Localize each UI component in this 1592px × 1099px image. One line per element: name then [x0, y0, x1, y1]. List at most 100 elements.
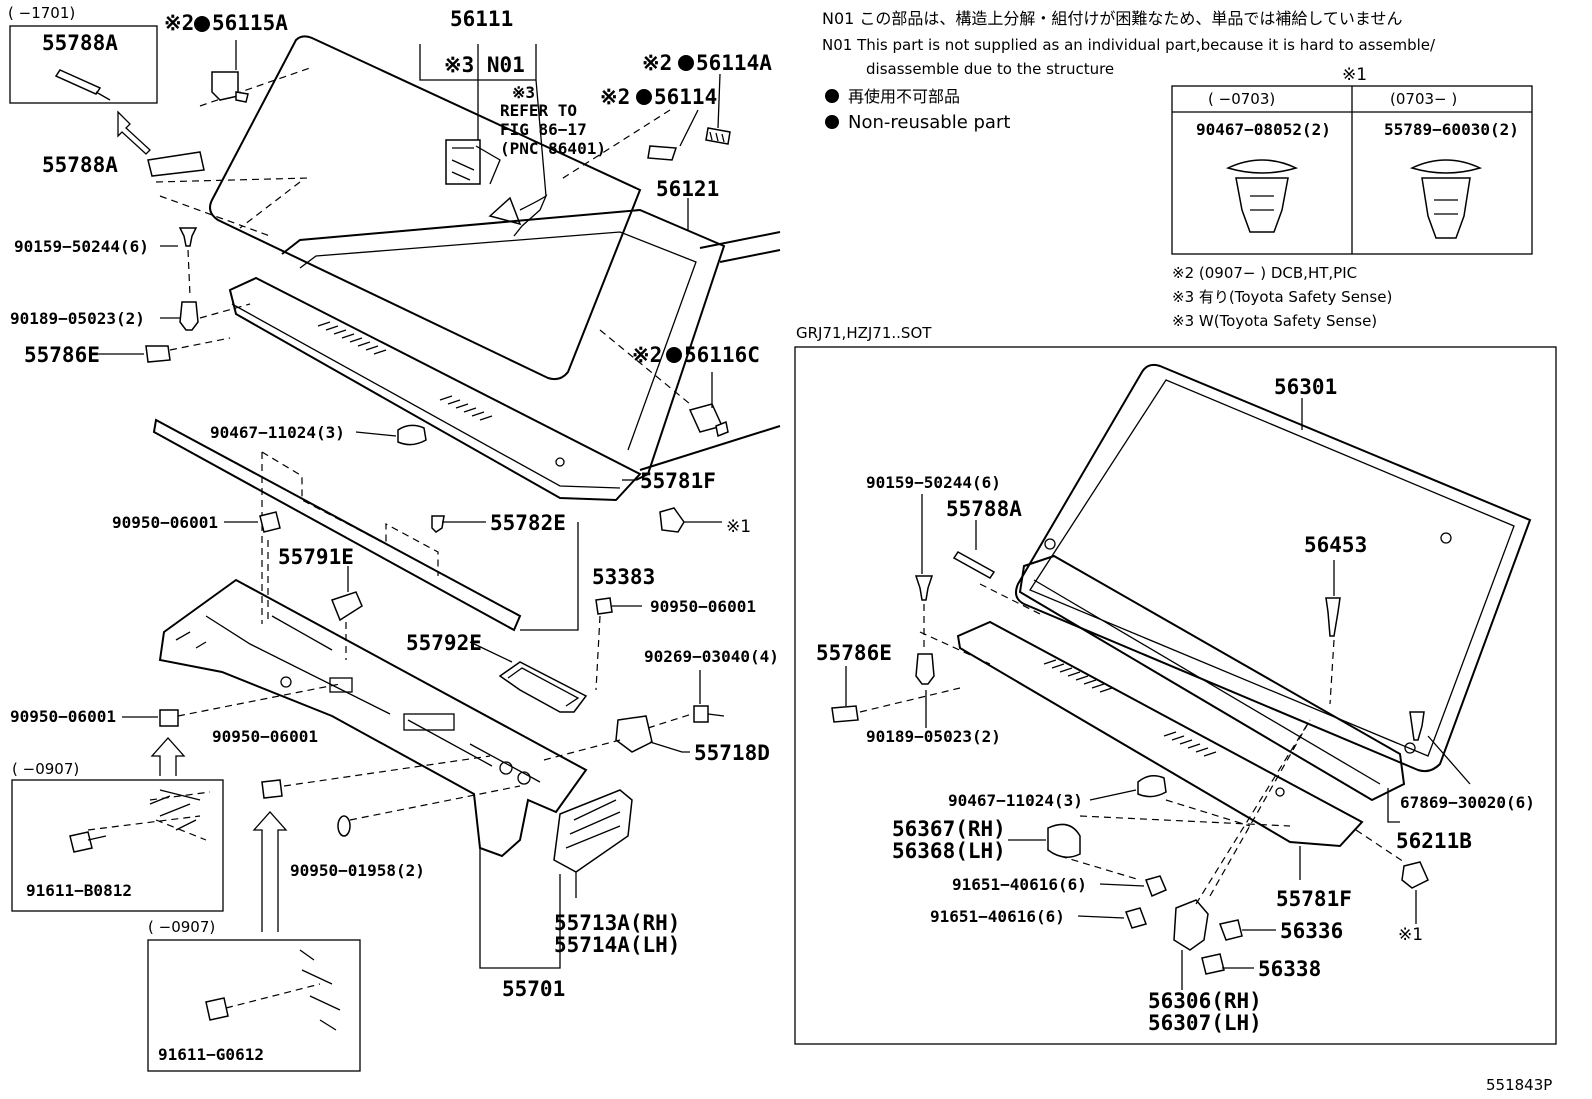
- inset-0907-b-label: ( −0907): [148, 918, 215, 936]
- mark-56115A: ※2: [164, 11, 194, 35]
- callout-91611-B: 91611−B0812: [26, 881, 132, 900]
- inset-range-label: ( −1701): [8, 4, 75, 22]
- mark-56114A: ※2: [642, 51, 672, 75]
- inset-1701: ( −1701) 55788A: [8, 4, 158, 104]
- sensor-cable: [513, 194, 548, 237]
- callout-55782E: 55782E: [490, 511, 566, 535]
- non-reusable-dot: [666, 347, 682, 363]
- sot-56336: [1218, 919, 1243, 941]
- up-arrow-2: [252, 811, 288, 932]
- cowl-panel-55701: [158, 578, 588, 858]
- sot-glass: [1015, 363, 1532, 773]
- clip-56116C-pin: [715, 420, 729, 438]
- leader-90467: [355, 431, 397, 437]
- callout-56114A: 56114A: [696, 51, 772, 75]
- sot-cowl-hole: [1275, 787, 1285, 797]
- mark-56116C: ※2: [632, 343, 662, 367]
- sot-callout-56338: 56338: [1258, 957, 1321, 981]
- sot-56367: [1047, 823, 1081, 858]
- sot-pad-55788A: [952, 551, 996, 579]
- callout-55791E: 55791E: [278, 545, 354, 569]
- leader-55792E: [469, 641, 513, 663]
- callout-90950-c: 90950−06001: [10, 707, 116, 726]
- grommet-90467: [397, 424, 427, 446]
- clip-detail: [1434, 199, 1458, 215]
- up-arrow-1: [150, 737, 186, 776]
- leader: [177, 683, 521, 821]
- table-col2-range: (0703− ): [1390, 90, 1457, 108]
- callout-55781F: 55781F: [640, 469, 716, 493]
- moulding-clip-shape: [54, 69, 102, 95]
- note-reusable-jp: 再使用不可部品: [848, 87, 960, 106]
- clip-56115A-pin: [235, 91, 249, 103]
- leader-91651b: [1077, 915, 1125, 919]
- refer-line-2: FIG 86−17: [500, 120, 587, 139]
- note-n01-en-2: disassemble due to the structure: [866, 60, 1114, 78]
- cowl-panel-detail: [205, 615, 541, 783]
- sot-panel: GRJ71,HZJ71..SOT: [794, 324, 1557, 1045]
- note-3a: ※3 有り(Toyota Safety Sense): [1172, 288, 1392, 306]
- leader: [169, 303, 251, 351]
- pad-90950-a: [259, 511, 281, 533]
- sot-leaders-dashed: [859, 583, 1405, 905]
- sot-frame: [1018, 554, 1406, 802]
- seal-55792E: [498, 661, 588, 713]
- clip-55782E: [431, 515, 445, 533]
- callout-90950-a: 90950−06001: [112, 513, 218, 532]
- leader-56211B: [1387, 788, 1400, 823]
- sot-callout-56367: 56367(RH): [892, 817, 1006, 841]
- leader: [155, 177, 311, 183]
- pad-90950-c: [159, 709, 179, 727]
- non-reusable-dot: [194, 16, 210, 32]
- note-reusable-en: Non-reusable part: [848, 112, 1010, 133]
- leader-90467: [1089, 789, 1137, 801]
- callout-90189: 90189−05023(2): [10, 309, 145, 328]
- callout-53383: 53383: [592, 565, 655, 589]
- cowl-side-55713A: [553, 789, 633, 873]
- bolt-shank: [707, 713, 725, 717]
- callout-x1: ※1: [726, 517, 751, 537]
- clip-90467-08052-head: [1225, 159, 1299, 174]
- sot-border: [794, 346, 1557, 1045]
- refer-line-1: REFER TO: [500, 101, 577, 120]
- pad-55788A: [147, 151, 205, 177]
- cowl-panel-edge: [231, 303, 621, 489]
- sensor-bracket: [488, 196, 522, 226]
- leader: [599, 329, 691, 405]
- screw-90159: [178, 227, 198, 247]
- cowl-side-detail: [565, 799, 621, 849]
- sot-callout-56211B: 56211B: [1396, 829, 1472, 853]
- notes-2-3: ※2 (0907− ) DCB,HT,PIC ※3 有り(Toyota Safe…: [1172, 264, 1392, 330]
- note-2: ※2 (0907− ) DCB,HT,PIC: [1172, 264, 1357, 282]
- sensor-detail: [451, 145, 501, 185]
- clip-x1: [659, 507, 685, 533]
- note-3b: ※3 W(Toyota Safety Sense): [1172, 312, 1377, 330]
- pad-90950-b: [595, 597, 613, 615]
- sot-clip-67869: [1409, 711, 1425, 741]
- sot-callout-56301: 56301: [1274, 375, 1337, 399]
- sot-cowl-vents: [1043, 659, 1217, 757]
- callout-56116C: 56116C: [684, 343, 760, 367]
- clip-table: ※1 ( −0703) (0703− ) 90467−08052(2) 5578…: [1171, 65, 1533, 255]
- inset-0907-a: [11, 779, 224, 912]
- cowl-hole-round: [499, 761, 513, 775]
- callout-55792E: 55792E: [406, 631, 482, 655]
- non-reusable-dot: [678, 55, 694, 71]
- bolt-91611-B: [69, 831, 93, 853]
- clip-detail: [1250, 195, 1274, 211]
- callout-55788A: 55788A: [42, 153, 118, 177]
- sot-callout-90189: 90189−05023(2): [866, 727, 1001, 746]
- weatherstrip-53383: [152, 418, 522, 632]
- table-col1-range: ( −0703): [1208, 90, 1275, 108]
- callout-55713A: 55713A(RH): [554, 911, 680, 935]
- non-reusable-dot: [825, 115, 839, 129]
- callout-56115A: 56115A: [212, 11, 288, 35]
- clip-55786E: [145, 345, 171, 363]
- sot-hole: [1044, 538, 1056, 550]
- leader: [267, 540, 601, 691]
- leader: [187, 249, 191, 297]
- sot-clip-55786E: [831, 705, 859, 723]
- callout-55786E: 55786E: [24, 343, 100, 367]
- body-frame-inner: [299, 231, 697, 451]
- hollow-arrow: [117, 110, 151, 155]
